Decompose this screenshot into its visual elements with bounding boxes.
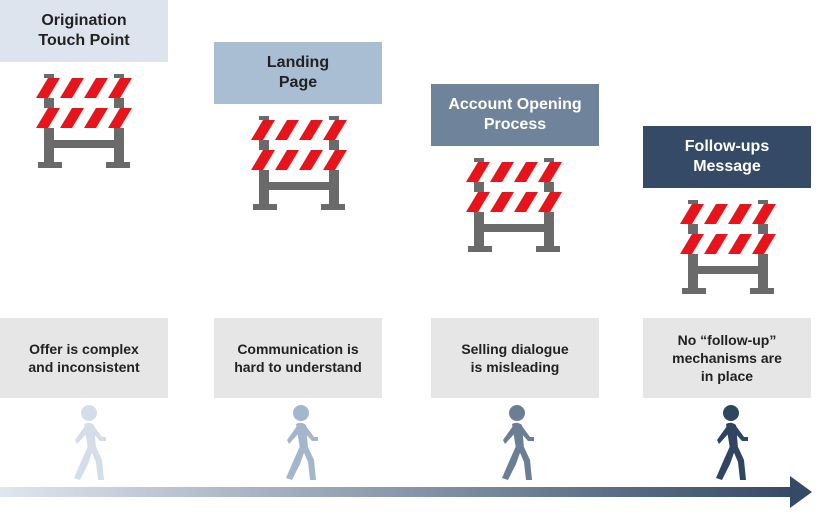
problem-box-no-follow-up: No “follow-up” mechanisms are in place bbox=[643, 318, 811, 398]
problem-box-selling-dialogue: Selling dialogue is misleading bbox=[431, 318, 599, 398]
stage-title-account-opening: Account Opening Process bbox=[431, 84, 599, 146]
arrow-right-icon bbox=[0, 476, 812, 508]
road-barrier-icon bbox=[680, 200, 776, 294]
walking-person-icon bbox=[502, 405, 534, 480]
walking-person-icon bbox=[286, 405, 318, 480]
road-barrier-icon bbox=[251, 116, 347, 210]
road-barrier-icon bbox=[36, 74, 132, 168]
problem-box-communication: Communication is hard to understand bbox=[214, 318, 382, 398]
road-barrier-icon bbox=[466, 158, 562, 252]
problem-box-offer: Offer is complex and inconsistent bbox=[0, 318, 168, 398]
walking-person-icon bbox=[74, 405, 106, 480]
stage-title-origination: Origination Touch Point bbox=[0, 0, 168, 62]
stage-title-landing-page: Landing Page bbox=[214, 42, 382, 104]
stage-title-follow-ups: Follow-ups Message bbox=[643, 126, 811, 188]
walking-person-icon bbox=[716, 405, 748, 480]
